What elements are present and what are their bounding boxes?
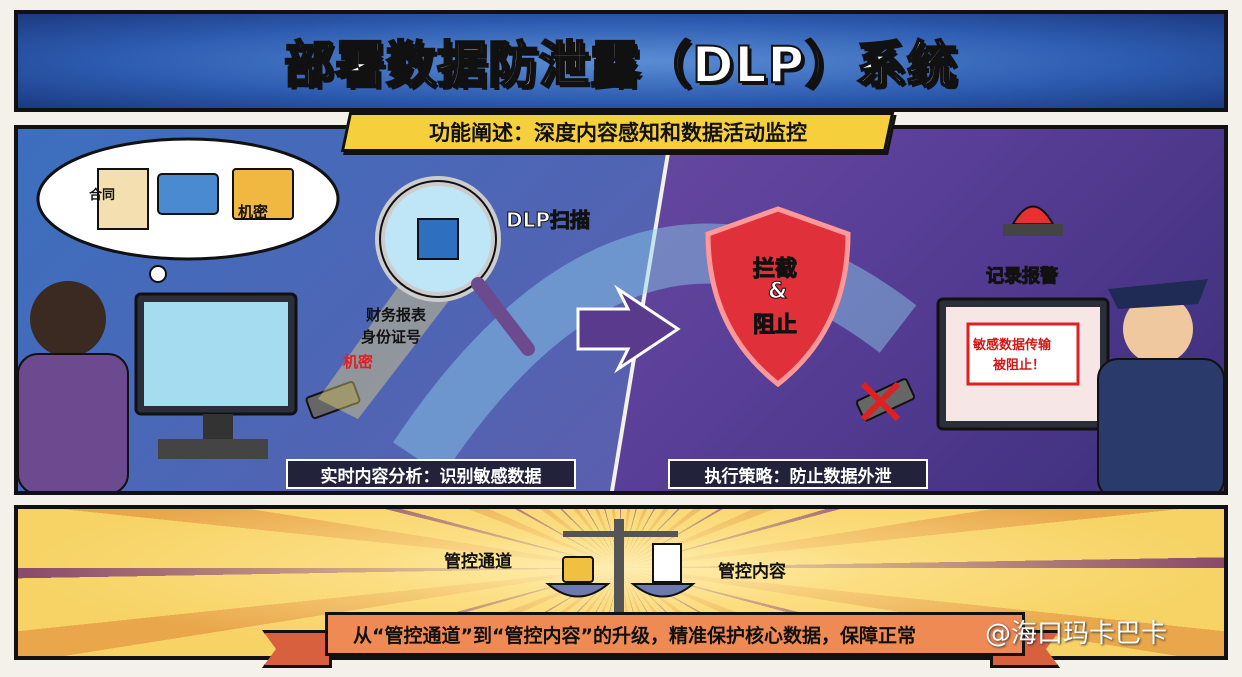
left-caption: 实时内容分析：识别敏感数据 bbox=[286, 459, 576, 489]
page-title: 部署数据防泄露（DLP）系统 bbox=[283, 35, 958, 95]
arrow-icon bbox=[576, 284, 681, 374]
confidential-folder-label: 机密 bbox=[238, 203, 269, 221]
officer-body bbox=[1097, 358, 1224, 491]
usb-drive-icon bbox=[305, 380, 361, 420]
shield-icon bbox=[705, 206, 851, 388]
main-panel: 合同 机密 DLP扫描 财务报表 身份证号 机密 实时内容分析：识别敏感数据 拦… bbox=[14, 125, 1228, 495]
contract-label: 合同 bbox=[89, 188, 116, 203]
watermark: @海口玛卡巴卡 bbox=[985, 619, 1168, 649]
subtitle: 功能阐述：深度内容感知和数据活动监控 bbox=[428, 121, 807, 145]
right-caption: 执行策略：防止数据外泄 bbox=[668, 459, 928, 489]
detected-item: 身份证号 bbox=[361, 328, 422, 346]
x-mark-icon bbox=[860, 381, 901, 422]
shield-text: 阻止 bbox=[752, 313, 798, 339]
control-channel-label: 管控通道 bbox=[444, 552, 512, 572]
shield-text: & bbox=[767, 279, 788, 305]
credit-card-icon bbox=[157, 173, 219, 215]
officer-head bbox=[1123, 294, 1193, 364]
title-banner: 部署数据防泄露（DLP）系统 bbox=[14, 10, 1228, 112]
control-content-label: 管控内容 bbox=[718, 562, 786, 582]
scene-illustration bbox=[18, 137, 1224, 491]
alarm-label: 记录报警 bbox=[986, 266, 1059, 288]
detected-item: 机密 bbox=[343, 353, 374, 371]
summary-ribbon: 从“管控通道”到“管控内容”的升级，精准保护核心数据，保障正常 bbox=[325, 612, 1025, 656]
person-body bbox=[18, 353, 129, 491]
alert-message: 被阻止！ bbox=[993, 358, 1046, 373]
alert-message: 敏感数据传输 bbox=[973, 338, 1052, 353]
folder-icon bbox=[232, 168, 294, 220]
shield-text: 拦截 bbox=[752, 257, 798, 283]
lock-icon bbox=[562, 556, 594, 583]
document-lock-icon bbox=[652, 543, 682, 583]
alarm-light-icon bbox=[1011, 205, 1055, 225]
chip-icon bbox=[417, 218, 459, 260]
dlp-scan-label: DLP扫描 bbox=[505, 208, 591, 233]
subtitle-tag: 功能阐述：深度内容感知和数据活动监控 bbox=[340, 112, 895, 152]
contract-icon bbox=[97, 168, 149, 230]
detected-item: 财务报表 bbox=[366, 306, 427, 324]
officer-cap bbox=[1108, 279, 1208, 309]
summary-text: 从“管控通道”到“管控内容”的升级，精准保护核心数据，保障正常 bbox=[353, 624, 916, 647]
person-head bbox=[30, 281, 106, 357]
